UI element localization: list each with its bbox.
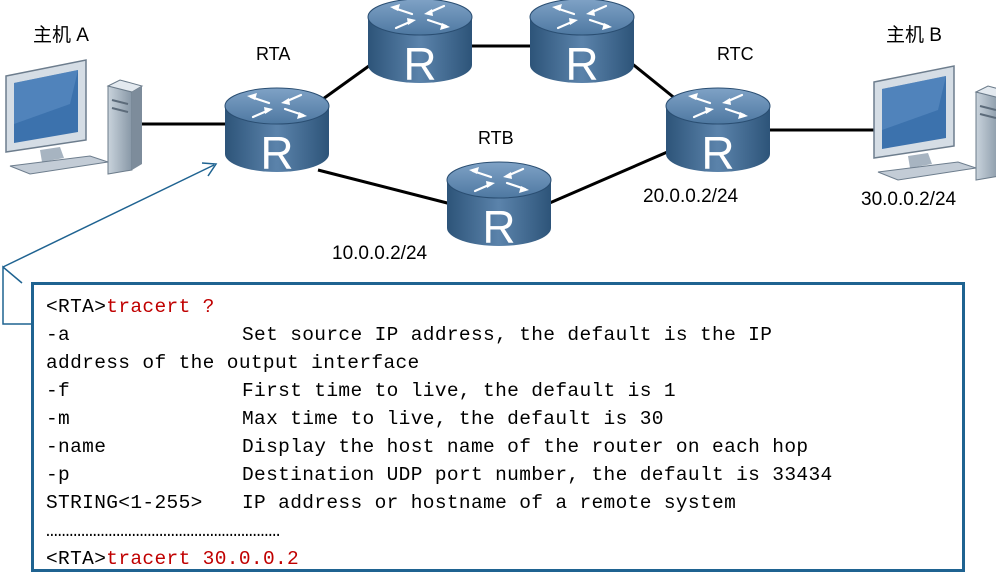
console-line-10: <RTA>tracert 30.0.0.2	[46, 545, 952, 573]
console-line-6: -name Display the host name of the router…	[46, 433, 952, 461]
option-key: -p	[46, 464, 71, 486]
router-glyph: R	[260, 127, 293, 179]
option-key: -f	[46, 380, 71, 402]
option-desc-cont: address of the output interface	[46, 352, 420, 374]
option-desc: Set source IP address, the default is th…	[242, 324, 773, 346]
host-b-computer-icon	[873, 65, 996, 181]
host-b-label: 主机 B	[886, 24, 942, 46]
option-key: -a	[46, 324, 71, 346]
console-line-8: STRING<1-255> IP address or hostname of a…	[46, 489, 952, 517]
cli-prompt: <RTA>	[46, 296, 107, 318]
option-desc: Destination UDP port number, the default…	[242, 464, 833, 486]
router-glyph: R	[403, 38, 436, 90]
console-line-2: -a Set source IP address, the default is …	[46, 321, 952, 349]
pointer-arrow	[2, 164, 215, 268]
router-top-left-icon: R	[366, 0, 474, 90]
pointer-arrowhead	[201, 162, 218, 177]
router-glyph: R	[701, 127, 734, 179]
router-top-right-icon: R	[528, 0, 636, 90]
host-a-computer-icon	[5, 59, 143, 175]
rtc-ip-label: 20.0.0.2/24	[643, 186, 739, 207]
option-desc: Display the host name of the router on e…	[242, 436, 809, 458]
rtc-label: RTC	[717, 44, 754, 64]
console-line-5: -m Max time to live, the default is 30	[46, 405, 952, 433]
option-desc: Max time to live, the default is 30	[242, 408, 664, 430]
router-glyph: R	[482, 201, 515, 253]
ellipsis-separator: ……………………………………………………	[46, 520, 281, 542]
option-key: STRING<1-255>	[46, 492, 203, 514]
console-line-4: -f First time to live, the default is 1	[46, 377, 952, 405]
router-rtb-icon: R	[445, 160, 553, 253]
link-rtb-rtc	[544, 148, 673, 207]
link-rta-rtb	[317, 168, 456, 207]
router-rtc-icon: R	[664, 86, 772, 179]
router-rta-icon: R	[223, 86, 331, 179]
option-desc: First time to live, the default is 1	[242, 380, 676, 402]
cli-command: tracert ?	[106, 296, 215, 318]
rtb-label: RTB	[478, 128, 514, 148]
host-a-label: 主机 A	[33, 24, 89, 46]
console-line-7: -p Destination UDP port number, the defau…	[46, 461, 952, 489]
rtb-ip-label: 10.0.0.2/24	[332, 243, 428, 264]
host-b-ip-label: 30.0.0.2/24	[861, 189, 957, 210]
console-line-1: <RTA>tracert ?	[46, 293, 952, 321]
console-line-9: ……………………………………………………	[46, 517, 952, 545]
router-glyph: R	[565, 38, 598, 90]
link-r2-rtc	[624, 56, 683, 106]
option-key: -m	[46, 408, 71, 430]
option-key: -name	[46, 436, 107, 458]
console-line-3: address of the output interface	[46, 349, 952, 377]
option-desc: IP address or hostname of a remote syste…	[242, 492, 737, 514]
network-links	[120, 44, 878, 207]
pointer-connector	[2, 265, 31, 325]
rta-label: RTA	[256, 44, 290, 64]
cli-prompt: <RTA>	[46, 548, 107, 570]
cli-command: tracert 30.0.0.2	[106, 548, 300, 570]
